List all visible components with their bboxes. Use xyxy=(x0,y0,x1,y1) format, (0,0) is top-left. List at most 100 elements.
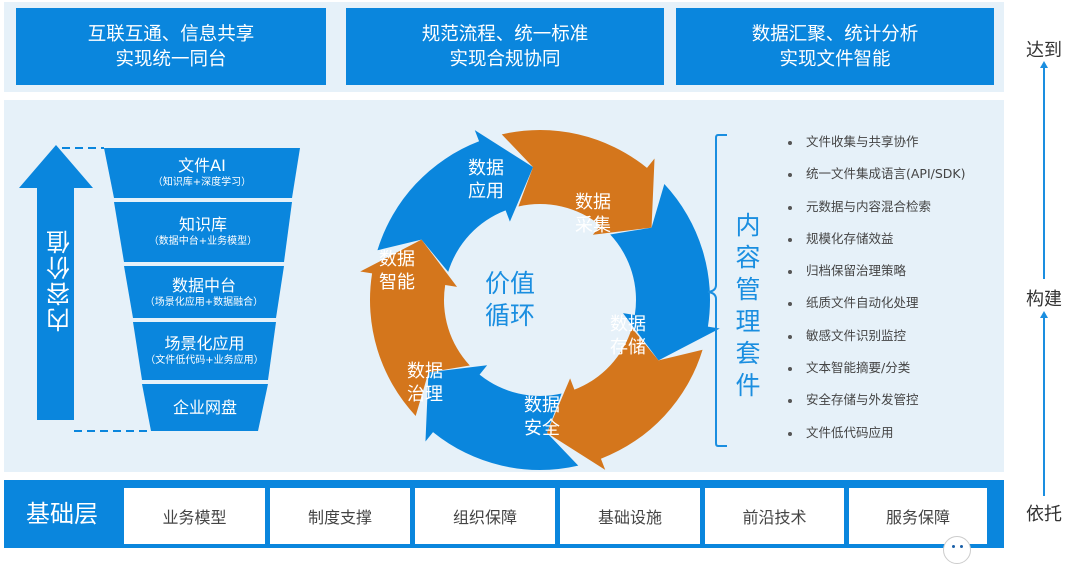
content-value-label: 内容价值 xyxy=(46,228,75,332)
cycle-label-line: 数据 xyxy=(379,249,415,270)
cycle-arrow-governance xyxy=(425,365,579,470)
arrow-up-icon xyxy=(1040,61,1048,68)
suite-feature-text: 文件低代码应用 xyxy=(806,424,894,440)
bullet-icon xyxy=(788,302,792,307)
base-item-infrastructure: 基础设施 xyxy=(560,488,700,544)
funnel-layer-scenario-apps xyxy=(133,322,276,380)
cycle-label-line: 数据 xyxy=(575,192,611,213)
suite-feature-item: 文件低代码应用 xyxy=(788,423,966,455)
suite-feature-list: 文件收集与共享协作 统一文件集成语言(API/SDK) 元数据与内容混合检索 规… xyxy=(788,132,966,455)
funnel-text-data-platform: 数据中台 （场景化应用+数据融合） xyxy=(124,276,284,310)
funnel-layer-enterprise-drive xyxy=(142,384,268,431)
funnel-title: 知识库 xyxy=(178,215,227,234)
watermark-logo-icon xyxy=(943,536,971,564)
cycle-label-line: 治理 xyxy=(407,384,443,405)
cycle-label-line: 采集 xyxy=(575,215,611,236)
suite-feature-item: 文件收集与共享协作 xyxy=(788,132,966,164)
goal-line-1: 规范流程、统一标准 xyxy=(421,23,589,45)
cycle-label-collection: 数据 采集 xyxy=(563,191,623,237)
suite-title: 内 容 管 理 套 件 xyxy=(730,210,766,402)
cycle-label-line: 智能 xyxy=(379,272,415,293)
cycle-label-line: 数据 xyxy=(524,395,560,416)
suite-feature-item: 安全存储与外发管控 xyxy=(788,390,966,422)
cycle-label-storage: 数据 存储 xyxy=(598,313,658,359)
funnel-text-file-ai: 文件AI （知识库+深度学习） xyxy=(104,156,300,190)
funnel-subtitle: （知识库+深度学习） xyxy=(152,177,252,188)
cycle-label-intelligence: 数据 智能 xyxy=(367,248,427,294)
cycle-arrow-collection xyxy=(501,130,655,235)
bullet-icon xyxy=(788,141,792,145)
cycle-label-line: 数据 xyxy=(468,158,504,179)
funnel-subtitle: （场景化应用+数据融合） xyxy=(144,297,264,308)
suite-feature-item: 规模化存储效益 xyxy=(788,229,966,261)
suite-feature-item: 纸质文件自动化处理 xyxy=(788,293,966,325)
funnel-text-enterprise-drive: 企业网盘 xyxy=(142,398,268,418)
suite-title-char: 管 xyxy=(735,275,761,304)
cycle-arrow-storage xyxy=(610,184,720,361)
suite-title-char: 内 xyxy=(735,211,761,240)
side-axis-line-lower xyxy=(1043,316,1045,496)
side-axis-line-upper xyxy=(1043,66,1045,279)
cycle-label-line: 数据 xyxy=(407,361,443,382)
suite-feature-item: 归档保留治理策略 xyxy=(788,261,966,293)
base-item-institutional-support: 制度支撑 xyxy=(270,488,410,544)
value-cycle-graphic xyxy=(360,130,720,470)
bullet-icon xyxy=(788,367,792,372)
cycle-label-application: 数据 应用 xyxy=(456,157,516,203)
goal-box-file-intelligence: 数据汇聚、统计分析 实现文件智能 xyxy=(676,8,994,85)
funnel-subtitle: （数据中台+业务模型） xyxy=(148,236,258,247)
bullet-icon xyxy=(788,270,792,275)
base-item-frontier-tech: 前沿技术 xyxy=(705,488,844,544)
funnel-text-knowledge-base: 知识库 （数据中台+业务模型） xyxy=(114,215,292,249)
cycle-label-line: 存储 xyxy=(610,337,646,358)
suite-title-char: 理 xyxy=(735,307,761,336)
suite-feature-text: 文本智能摘要/分类 xyxy=(806,360,911,376)
side-label-rely-on: 依托 xyxy=(1026,504,1062,525)
bullet-icon xyxy=(788,334,792,339)
cycle-label-line: 应用 xyxy=(468,181,504,202)
base-item-service-guarantee: 服务保障 xyxy=(849,488,987,544)
bullet-icon xyxy=(788,431,792,436)
funnel-title: 场景化应用 xyxy=(164,334,245,353)
suite-feature-item: 敏感文件识别监控 xyxy=(788,326,966,358)
suite-feature-text: 纸质文件自动化处理 xyxy=(806,295,919,311)
cycle-center-label: 价值 循环 xyxy=(470,268,550,332)
goal-line-2: 实现合规协同 xyxy=(449,48,561,70)
funnel-layer-data-platform xyxy=(124,266,284,318)
suite-bracket-icon xyxy=(707,134,727,447)
funnel-title: 企业网盘 xyxy=(172,398,237,417)
base-layer-title: 基础层 xyxy=(26,500,98,528)
funnel-layer-knowledge-base xyxy=(114,202,292,262)
suite-feature-item: 文本智能摘要/分类 xyxy=(788,358,966,390)
suite-feature-text: 元数据与内容混合检索 xyxy=(806,198,932,214)
cycle-label-governance: 数据 治理 xyxy=(395,360,455,406)
cycle-center-line: 循环 xyxy=(484,301,535,330)
goal-line-2: 实现文件智能 xyxy=(779,48,891,70)
cycle-arrow-security xyxy=(546,328,703,470)
suite-feature-item: 元数据与内容混合检索 xyxy=(788,197,966,229)
suite-feature-text: 安全存储与外发管控 xyxy=(806,392,919,408)
base-item-organizational-guarantee: 组织保障 xyxy=(415,488,555,544)
bullet-icon xyxy=(788,173,792,178)
funnel-text-scenario-apps: 场景化应用 （文件低代码+业务应用） xyxy=(133,334,276,368)
bullet-icon xyxy=(788,237,792,242)
content-value-graphic xyxy=(19,145,300,432)
funnel-title: 数据中台 xyxy=(171,276,236,295)
suite-feature-item: 统一文件集成语言(API/SDK) xyxy=(788,164,966,196)
cycle-label-line: 数据 xyxy=(610,314,646,335)
suite-title-char: 件 xyxy=(735,371,761,400)
funnel-title: 文件AI xyxy=(178,156,226,175)
suite-feature-text: 统一文件集成语言(API/SDK) xyxy=(806,166,966,182)
suite-feature-text: 敏感文件识别监控 xyxy=(806,327,907,343)
suite-feature-text: 归档保留治理策略 xyxy=(806,263,907,279)
bullet-icon xyxy=(788,399,792,404)
base-item-business-model: 业务模型 xyxy=(124,488,265,544)
suite-title-char: 套 xyxy=(735,339,761,368)
goal-line-1: 数据汇聚、统计分析 xyxy=(751,23,919,45)
goal-line-2: 实现统一同台 xyxy=(115,48,227,70)
cycle-center-line: 价值 xyxy=(484,269,535,298)
cycle-arrow-application xyxy=(377,130,534,272)
up-arrow-icon xyxy=(19,145,93,420)
funnel-layer-file-ai xyxy=(104,148,300,198)
funnel-subtitle: （文件低代码+业务应用） xyxy=(145,355,264,366)
